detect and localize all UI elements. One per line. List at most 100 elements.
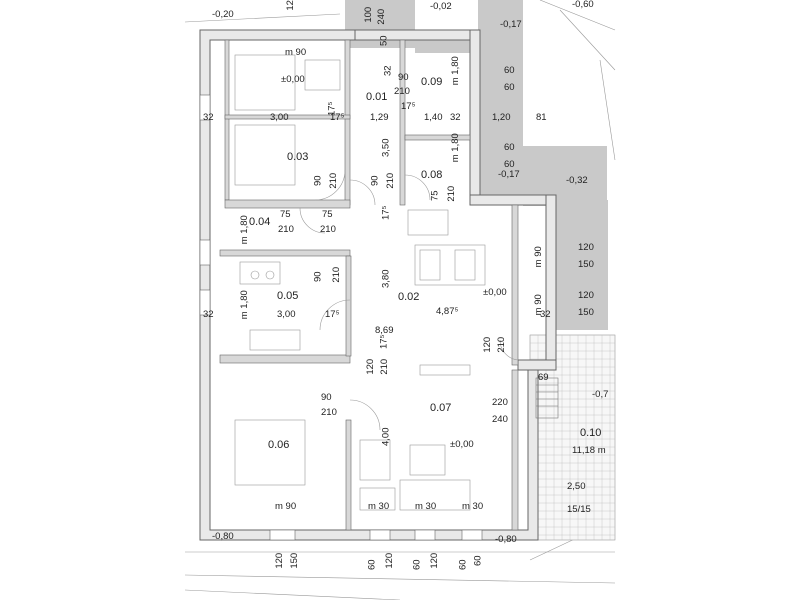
dim-240: 240	[492, 414, 508, 425]
window-openings	[199, 94, 483, 541]
stair-steps: 15/15	[567, 504, 591, 515]
level-bottom-left: -0,80	[212, 531, 234, 542]
dim-120-c: 120	[365, 358, 377, 375]
dim-bottom-60-a: 60	[366, 559, 378, 571]
dim-75-b: 75	[322, 209, 333, 220]
dim-90-a: 90	[398, 72, 409, 83]
dim-60-a: 60	[504, 65, 515, 76]
dim-175-f: 17⁵	[326, 101, 338, 117]
dim-210-g: 210	[446, 185, 458, 202]
dim-32-a: 32	[203, 112, 214, 123]
dim-75-a: 75	[280, 209, 291, 220]
site-lines	[184, 0, 616, 600]
dim-210-f: 210	[385, 172, 397, 189]
dim-32-e: 32	[382, 65, 394, 77]
dim-bottom-60-c: 60	[457, 559, 469, 571]
room-0-03: 0.03	[287, 151, 309, 163]
dim-120-d: 120	[482, 336, 494, 353]
dim-bottom-120-d: 60	[472, 555, 484, 567]
dim-120-top: 120	[285, 0, 297, 11]
dim-m180-c: m 1,80	[238, 215, 250, 245]
dim-m90-top: m 90	[285, 47, 307, 58]
level-right-2: -0,17	[498, 169, 520, 180]
dim-400: 4,00	[380, 427, 392, 447]
dim-90-b: 90	[321, 392, 332, 403]
room-0-06: 0.06	[268, 439, 290, 451]
dim-150-a: 150	[578, 259, 594, 270]
dim-m30-3: m 30	[462, 501, 484, 512]
level-top-center: -0,02	[430, 1, 452, 12]
dim-bottom-60-b: 60	[411, 559, 423, 571]
dim-175-d: 17⁵	[380, 205, 392, 221]
room-0-04: 0.04	[249, 216, 271, 228]
dim-120-r: 1,20	[492, 112, 511, 123]
dim-175-b: 17⁵	[325, 309, 340, 320]
dim-210-d: 210	[321, 407, 337, 418]
height-0-02: ±0,00	[483, 287, 507, 298]
level-top-right: -0,60	[572, 0, 594, 10]
level-top-left: -0,20	[212, 9, 234, 20]
level-right-4: -0,7	[592, 389, 609, 400]
dim-m90-bottom: m 90	[275, 501, 297, 512]
stair-length: 2,50	[567, 481, 586, 492]
dim-300-a: 3,00	[270, 112, 289, 123]
height-0-03: ±0,00	[281, 74, 305, 85]
dim-32-d: 32	[540, 309, 551, 320]
dim-m180-b: m 1,80	[449, 133, 461, 163]
room-0-08: 0.08	[421, 169, 443, 181]
dim-240-top: 240	[376, 8, 388, 25]
dim-m30-2: m 30	[415, 501, 437, 512]
dim-90-d: 90	[369, 175, 381, 187]
room-0-01: 0.01	[366, 91, 388, 103]
dim-50: 50	[378, 35, 390, 47]
terrace-stair	[535, 377, 559, 419]
interior-walls	[219, 39, 519, 531]
dim-210-c: 210	[394, 86, 410, 97]
dim-m180-a: m 1,80	[449, 56, 461, 86]
dim-m180-d: m 1,80	[238, 290, 250, 320]
dim-210-i: 210	[379, 358, 391, 375]
dim-175-e: 17⁵	[378, 334, 390, 350]
dim-bottom-120: 120	[274, 552, 286, 569]
height-0-07: ±0,00	[450, 439, 474, 450]
dim-150-b: 150	[578, 307, 594, 318]
dim-bottom-120-c: 120	[429, 552, 441, 569]
dim-m30-1: m 30	[368, 501, 390, 512]
dim-75-c: 75	[429, 190, 441, 202]
outer-walls	[199, 29, 557, 541]
dim-869: 8,69	[375, 325, 394, 336]
dim-69: 69	[538, 372, 549, 383]
dim-210-h: 210	[331, 266, 343, 283]
level-right-1: -0,17	[500, 19, 522, 30]
level-right-3: -0,32	[566, 175, 588, 186]
dim-175-c: 17⁵	[401, 101, 416, 112]
area-0-10: 11,18 m	[572, 445, 606, 456]
dim-350: 3,50	[380, 138, 392, 158]
dim-m90-v1: m 90	[532, 246, 544, 268]
dim-32-c: 32	[450, 112, 461, 123]
dim-175-a: 17⁵	[330, 112, 345, 123]
level-bottom-center: -0,80	[495, 534, 517, 545]
dim-bottom-150: 150	[289, 552, 301, 569]
dim-210-b: 210	[320, 224, 336, 235]
dim-129: 1,29	[370, 112, 389, 123]
dim-90-e: 90	[312, 271, 324, 283]
dim-32-b: 32	[203, 309, 214, 320]
dim-4875: 4,87⁵	[436, 306, 459, 317]
dim-60-c: 60	[504, 142, 515, 153]
dim-120-a: 120	[578, 242, 594, 253]
dim-380: 3,80	[380, 269, 392, 289]
dim-300-b: 3,00	[277, 309, 296, 320]
furniture	[234, 54, 486, 511]
dim-210-a: 210	[278, 224, 294, 235]
dim-100: 100	[363, 6, 375, 23]
dim-120-b: 120	[578, 290, 594, 301]
door-swings	[299, 169, 519, 431]
dim-60-b: 60	[504, 82, 515, 93]
dim-210-e: 210	[328, 172, 340, 189]
dim-220: 220	[492, 397, 508, 408]
dim-bottom-120-b: 120	[384, 552, 396, 569]
dim-81: 81	[536, 112, 547, 123]
dim-60-d: 60	[504, 159, 515, 170]
